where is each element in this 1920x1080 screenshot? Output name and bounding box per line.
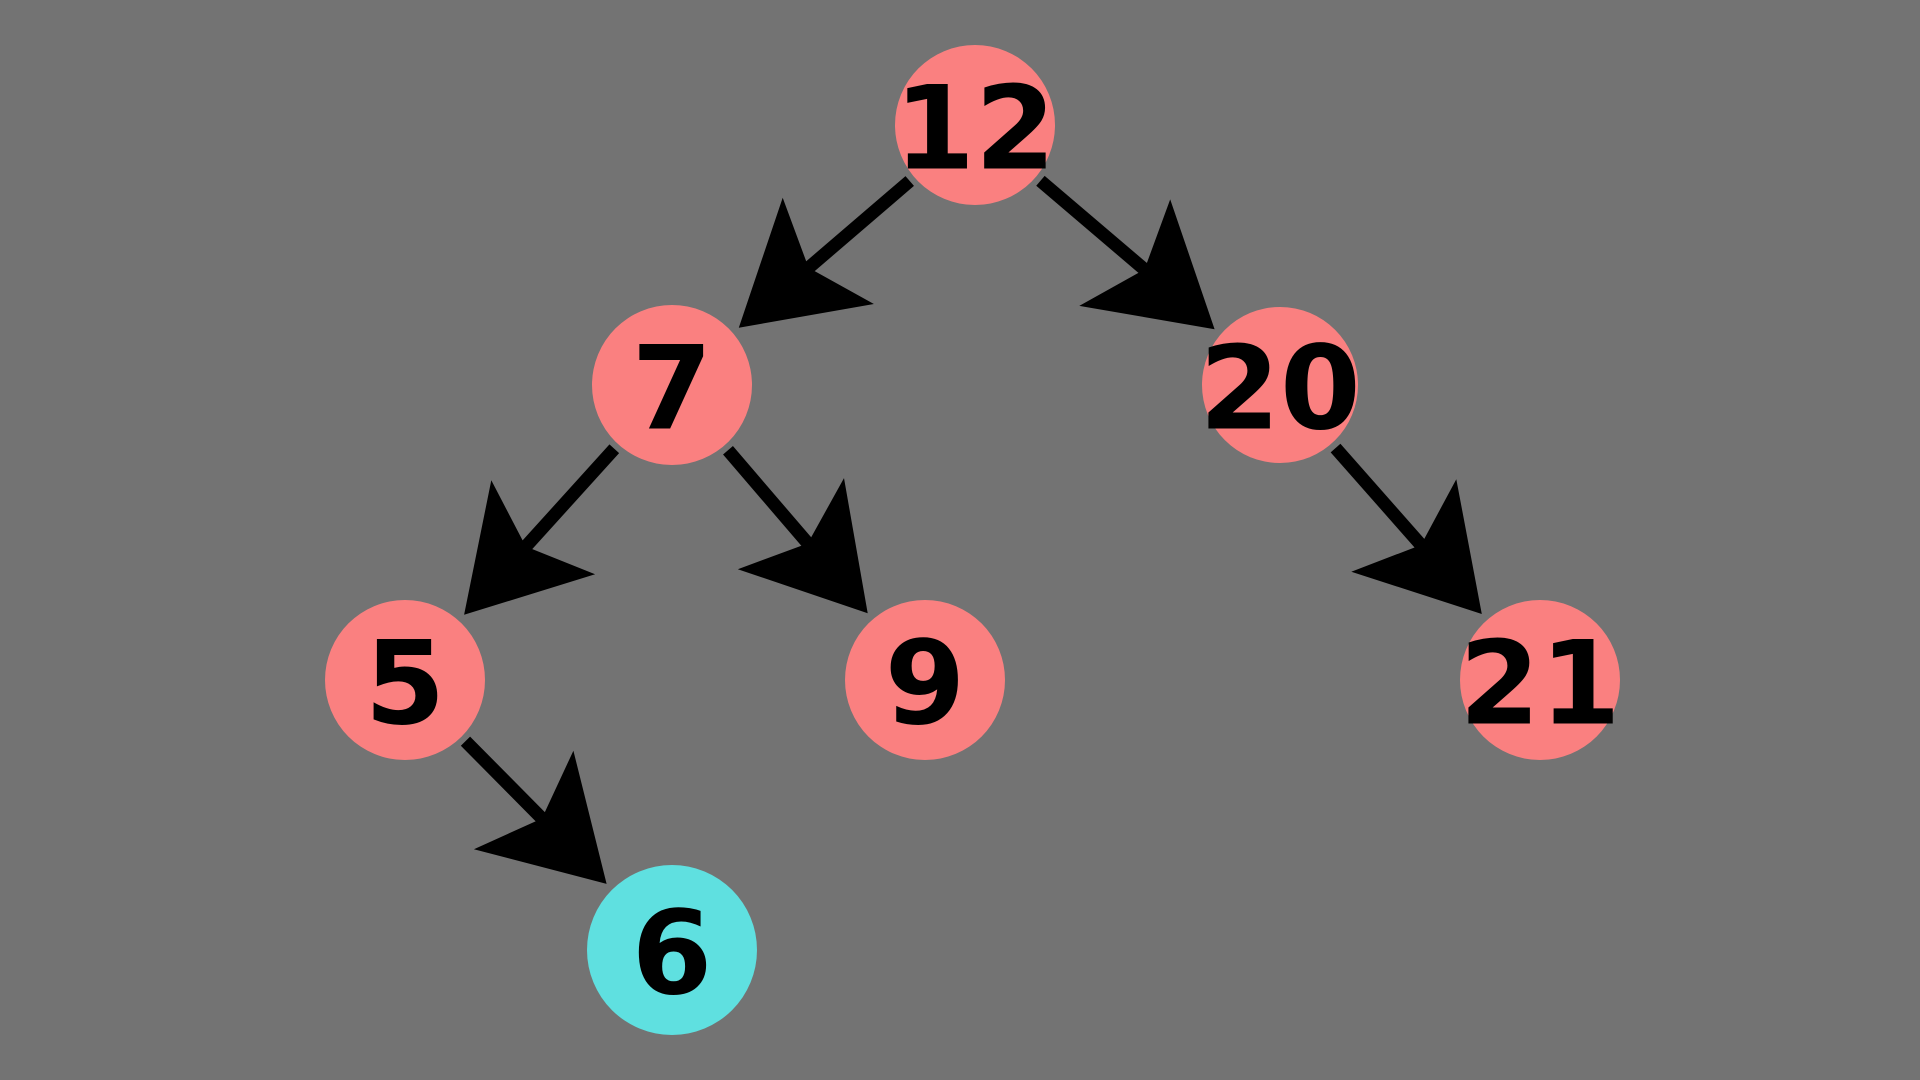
tree-node[interactable]: 7 (592, 305, 752, 465)
tree-node-label: 20 (1199, 322, 1360, 457)
tree-node[interactable]: 9 (845, 600, 1005, 760)
tree-nodes-layer: 12 7 20 5 9 21 6 (325, 45, 1621, 1035)
tree-node-label: 12 (894, 62, 1055, 197)
tree-node-circle[interactable] (325, 600, 485, 760)
tree-node[interactable]: 20 (1199, 307, 1361, 463)
tree-node-circle[interactable] (895, 45, 1055, 205)
tree-node-label: 21 (1459, 617, 1620, 752)
tree-edge-arrowhead (1079, 199, 1215, 330)
tree-node-circle[interactable] (845, 600, 1005, 760)
tree-node[interactable]: 21 (1459, 600, 1621, 760)
tree-edge-line (1036, 175, 1164, 287)
tree-edge-arrowhead (473, 750, 607, 884)
tree-edge-line (790, 176, 914, 285)
tree-edge-arrowhead (464, 480, 596, 615)
tree-node-circle[interactable] (592, 305, 752, 465)
tree-edges-layer (460, 175, 1482, 884)
tree-edge-arrowhead (1351, 479, 1482, 614)
tree-node-circle[interactable] (1202, 307, 1358, 463)
tree-edge-arrowhead (737, 478, 868, 614)
tree-edge-line (1330, 443, 1439, 564)
tree-node[interactable]: 6 (587, 865, 757, 1035)
tree-node-label: 7 (632, 322, 713, 457)
tree-node-label: 5 (365, 617, 446, 752)
tree-node-circle[interactable] (1460, 600, 1620, 760)
tree-node[interactable]: 12 (894, 45, 1056, 205)
tree-edge-arrowhead (738, 197, 874, 328)
tree-node[interactable]: 5 (325, 600, 485, 760)
tree-node-label: 6 (632, 887, 713, 1022)
tree-node-circle-highlighted[interactable] (587, 865, 757, 1035)
tree-edge-line (508, 444, 620, 565)
tree-node-label: 9 (885, 617, 966, 752)
tree-edge-line (723, 446, 826, 562)
tree-edge-line (460, 736, 560, 837)
